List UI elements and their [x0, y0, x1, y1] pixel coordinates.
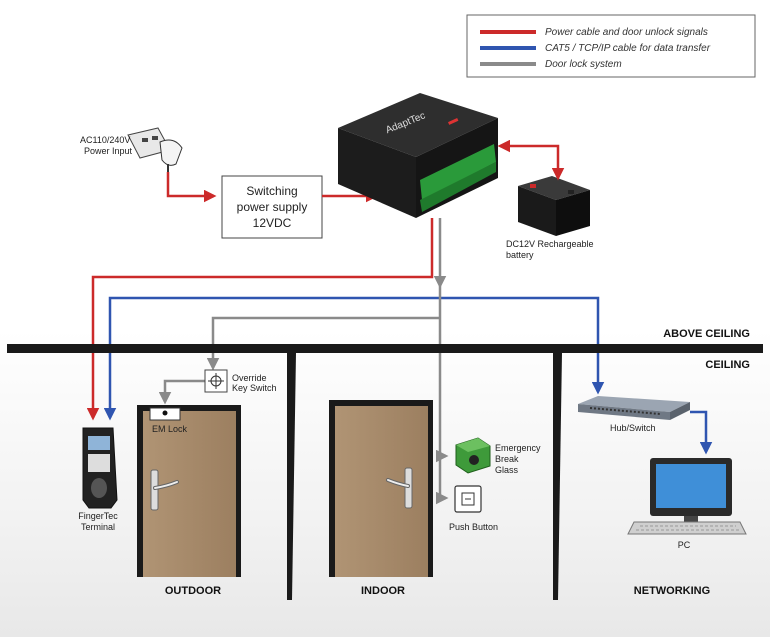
- gray-cable-push-button: [436, 286, 449, 505]
- emergency-label-3: Glass: [495, 465, 519, 475]
- power-supply-box: [221, 175, 323, 239]
- gray-cable-emlock: [158, 379, 205, 405]
- indoor-door: [335, 406, 428, 577]
- hub-label: Hub/Switch: [610, 423, 656, 433]
- pc-label: PC: [678, 540, 691, 550]
- blue-cable-hub-pc: [690, 410, 713, 455]
- legend-item-doorlock: Door lock system: [545, 59, 622, 70]
- wall-2: [553, 353, 562, 600]
- battery-label-2: battery: [506, 250, 534, 260]
- power-outlet-icon: [127, 127, 183, 174]
- above-ceiling-label: ABOVE CEILING: [663, 328, 750, 340]
- outdoor-door-handle-icon: [150, 469, 179, 511]
- pc-icon: [627, 458, 747, 535]
- psu-label-3: 12VDC: [253, 216, 292, 230]
- red-cable-outlet-psu: [166, 172, 217, 203]
- legend-item-data: CAT5 / TCP/IP cable for data transfer: [545, 43, 711, 54]
- terminal-label-2: Terminal: [81, 522, 115, 532]
- override-label-1: Override: [232, 373, 267, 383]
- gray-cable-override: [206, 316, 440, 371]
- fingertec-terminal-icon: [82, 427, 118, 509]
- emergency-break-glass-icon: [455, 437, 491, 474]
- override-label-2: Key Switch: [232, 383, 277, 393]
- red-cable-battery: [497, 139, 565, 181]
- em-lock-label: EM Lock: [152, 424, 188, 434]
- power-input-label-1: AC110/240V: [80, 135, 130, 145]
- terminal-label-1: FingerTec: [78, 511, 118, 521]
- networking-label: NETWORKING: [634, 585, 710, 597]
- indoor-door-handle-icon: [386, 467, 413, 509]
- power-input-label-2: Power Input: [84, 146, 133, 156]
- battery-label-1: DC12V Rechargeable: [506, 239, 594, 249]
- emergency-label-2: Break: [495, 454, 519, 464]
- hub-switch-icon: [578, 396, 690, 420]
- ceiling-line: [7, 344, 763, 353]
- push-button-label: Push Button: [449, 522, 498, 532]
- psu-label-2: power supply: [237, 200, 308, 214]
- emergency-label-1: Emergency: [495, 443, 541, 453]
- battery-icon: [518, 176, 590, 236]
- legend: Power cable and door unlock signals CAT5…: [466, 14, 756, 78]
- ceiling-label: CEILING: [705, 359, 750, 371]
- indoor-label: INDOOR: [361, 585, 405, 597]
- legend-item-power: Power cable and door unlock signals: [545, 27, 708, 38]
- outdoor-label: OUTDOOR: [165, 585, 221, 597]
- controller-icon: AdaptTec: [338, 93, 498, 218]
- wall-1: [287, 353, 296, 600]
- psu-label-1: Switching: [246, 184, 297, 198]
